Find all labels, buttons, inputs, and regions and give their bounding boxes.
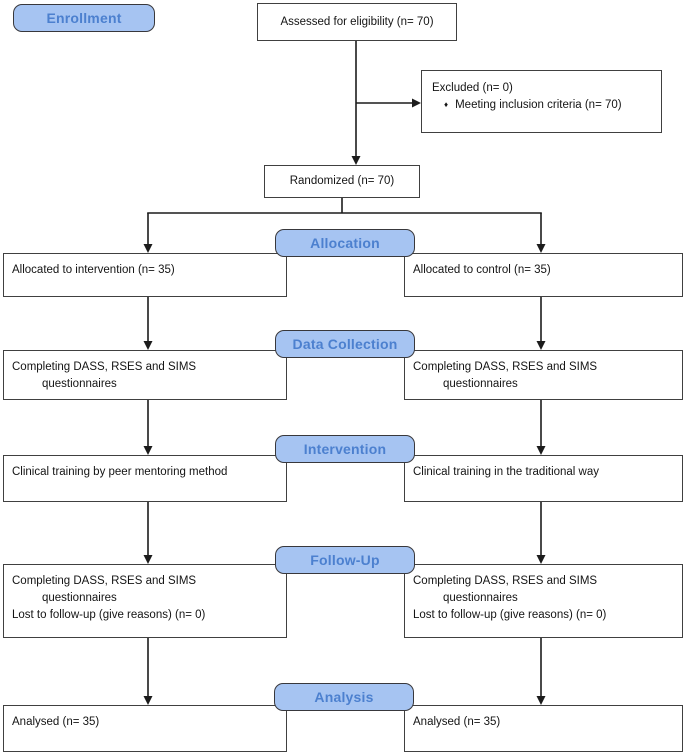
arrow-branch-to-allocated-left [143,213,153,253]
arrow-allocated-to-datacollection-left [143,297,153,350]
follow-up-right-box: Completing DASS, RSES and SIMS questionn… [404,564,683,638]
intervention-stage-badge: Intervention [275,435,415,463]
allocated-control-box: Allocated to control (n= 35) [404,253,683,297]
follow-up-stage-label: Follow-Up [310,552,380,568]
data-collection-right-line1: Completing DASS, RSES and SIMS [413,361,598,373]
data-collection-right-box: Completing DASS, RSES and SIMS questionn… [404,350,683,400]
follow-up-left-line3: Lost to follow-up (give reasons) (n= 0) [12,609,206,621]
follow-up-right-line3: Lost to follow-up (give reasons) (n= 0) [413,609,607,621]
excluded-title: Excluded (n= 0) [432,82,513,94]
data-collection-left-box: Completing DASS, RSES and SIMS questionn… [3,350,287,400]
data-collection-stage-label: Data Collection [292,336,398,352]
assessed-eligibility-box: Assessed for eligibility (n= 70) [257,3,457,41]
analysed-right-text: Analysed (n= 35) [413,716,501,728]
allocation-stage-badge: Allocation [275,229,415,257]
data-collection-right-line2: questionnaires [443,378,518,390]
data-collection-stage-badge: Data Collection [275,330,415,358]
excluded-bullet-text: Meeting inclusion criteria (n= 70) [455,99,622,111]
data-collection-left-line1: Completing DASS, RSES and SIMS [12,361,197,373]
excluded-box: Excluded (n= 0) ♦ Meeting inclusion crit… [421,70,662,133]
assessed-eligibility-text: Assessed for eligibility (n= 70) [280,15,434,28]
excluded-bullet-line: ♦ Meeting inclusion criteria (n= 70) [432,97,653,114]
analysed-left-box: Analysed (n= 35) [3,705,287,752]
arrow-intervention-to-followup-right [536,502,546,564]
allocation-stage-label: Allocation [310,235,380,251]
allocated-control-text: Allocated to control (n= 35) [413,264,551,276]
arrow-datacollection-to-intervention-left [143,400,153,455]
follow-up-right-line2: questionnaires [443,592,518,604]
follow-up-right-line1: Completing DASS, RSES and SIMS [413,575,598,587]
allocated-intervention-text: Allocated to intervention (n= 35) [12,264,175,276]
follow-up-left-box: Completing DASS, RSES and SIMS questionn… [3,564,287,638]
arrow-datacollection-to-intervention-right [536,400,546,455]
arrow-allocated-to-datacollection-right [536,297,546,350]
randomized-branch-lines [147,198,542,214]
intervention-right-box: Clinical training in the traditional way [404,455,683,502]
arrow-to-excluded [356,98,421,108]
analysis-stage-badge: Analysis [274,683,414,711]
data-collection-left-line2: questionnaires [42,378,117,390]
intervention-right-text: Clinical training in the traditional way [413,466,600,478]
arrow-assessed-to-randomized [351,41,361,165]
allocated-intervention-box: Allocated to intervention (n= 35) [3,253,287,297]
intervention-left-text: Clinical training by peer mentoring meth… [12,466,228,478]
arrow-followup-to-analysis-left [143,638,153,705]
arrow-intervention-to-followup-left [143,502,153,564]
analysed-right-box: Analysed (n= 35) [404,705,683,752]
intervention-stage-label: Intervention [303,441,387,457]
diamond-bullet-icon: ♦ [444,100,449,109]
randomized-text: Randomized (n= 70) [289,175,395,187]
follow-up-left-line2: questionnaires [42,592,117,604]
arrow-branch-to-allocated-right [536,213,546,253]
follow-up-left-line1: Completing DASS, RSES and SIMS [12,575,197,587]
follow-up-stage-badge: Follow-Up [275,546,415,574]
analysis-stage-label: Analysis [314,689,374,705]
randomized-box: Randomized (n= 70) [264,165,420,198]
enrollment-stage-badge: Enrollment [13,4,155,32]
enrollment-stage-label: Enrollment [46,10,122,26]
intervention-left-box: Clinical training by peer mentoring meth… [3,455,287,502]
analysed-left-text: Analysed (n= 35) [12,716,100,728]
arrow-followup-to-analysis-right [536,638,546,705]
